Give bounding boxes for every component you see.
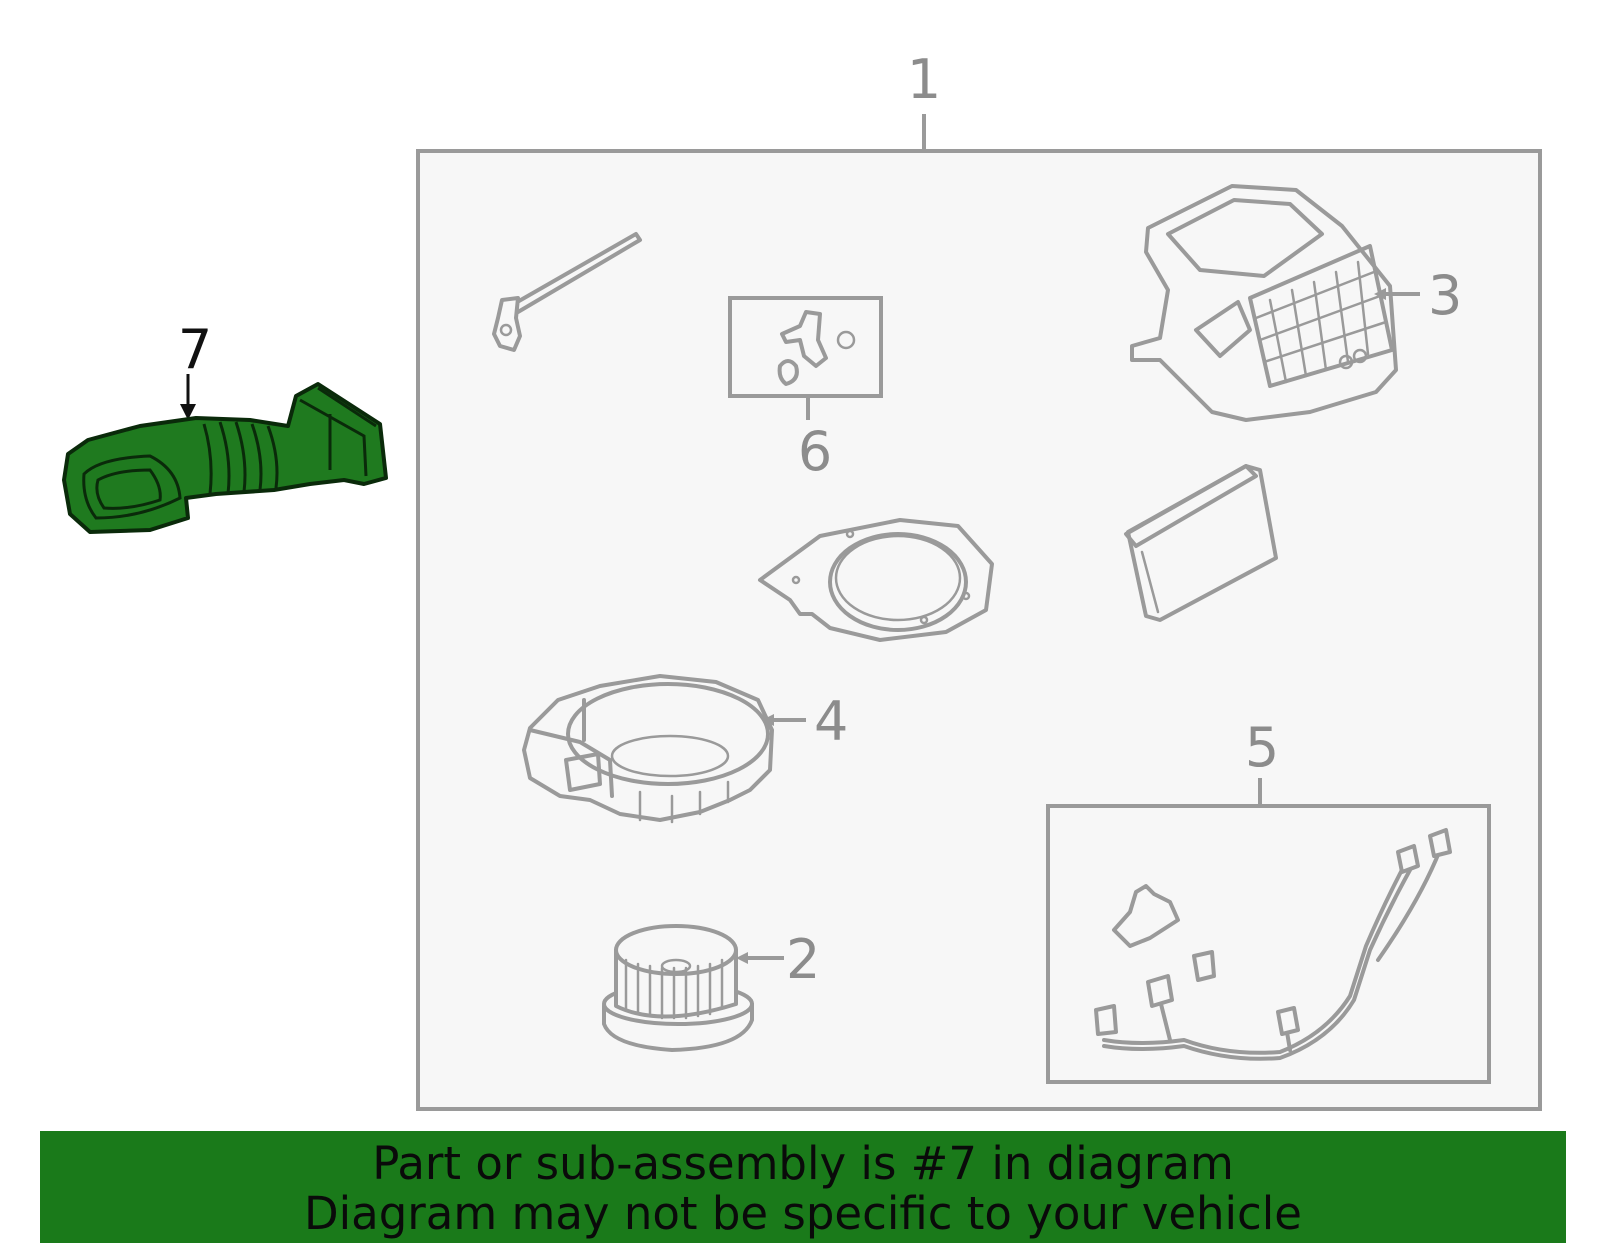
arrow-4 [762, 714, 774, 726]
callout-1: 1 [907, 48, 941, 111]
callout-4: 4 [814, 690, 848, 753]
callout-7: 7 [178, 318, 212, 381]
arrow-3 [1374, 288, 1386, 300]
air-intake-duct [62, 382, 388, 534]
callout-6: 6 [798, 420, 832, 483]
arrow-7 [180, 404, 196, 420]
blower-flange-plate [758, 518, 994, 642]
banner-line-2: Diagram may not be specific to your vehi… [304, 1187, 1302, 1240]
callout-2: 2 [786, 928, 820, 991]
blower-case-upper [1130, 184, 1398, 422]
blower-case-lower [522, 674, 774, 824]
clip-parts [777, 310, 856, 386]
blower-motor [602, 924, 754, 1052]
callout-3: 3 [1428, 264, 1462, 327]
banner-line-1: Part or sub-assembly is #7 in diagram [372, 1137, 1234, 1190]
callout-5: 5 [1245, 716, 1279, 779]
arrow-2 [736, 952, 748, 964]
info-banner: Part or sub-assembly is #7 in diagram Di… [40, 1131, 1566, 1243]
wiring-harness [1094, 828, 1452, 1061]
cabin-filter [1124, 464, 1278, 622]
control-rod [492, 232, 642, 352]
